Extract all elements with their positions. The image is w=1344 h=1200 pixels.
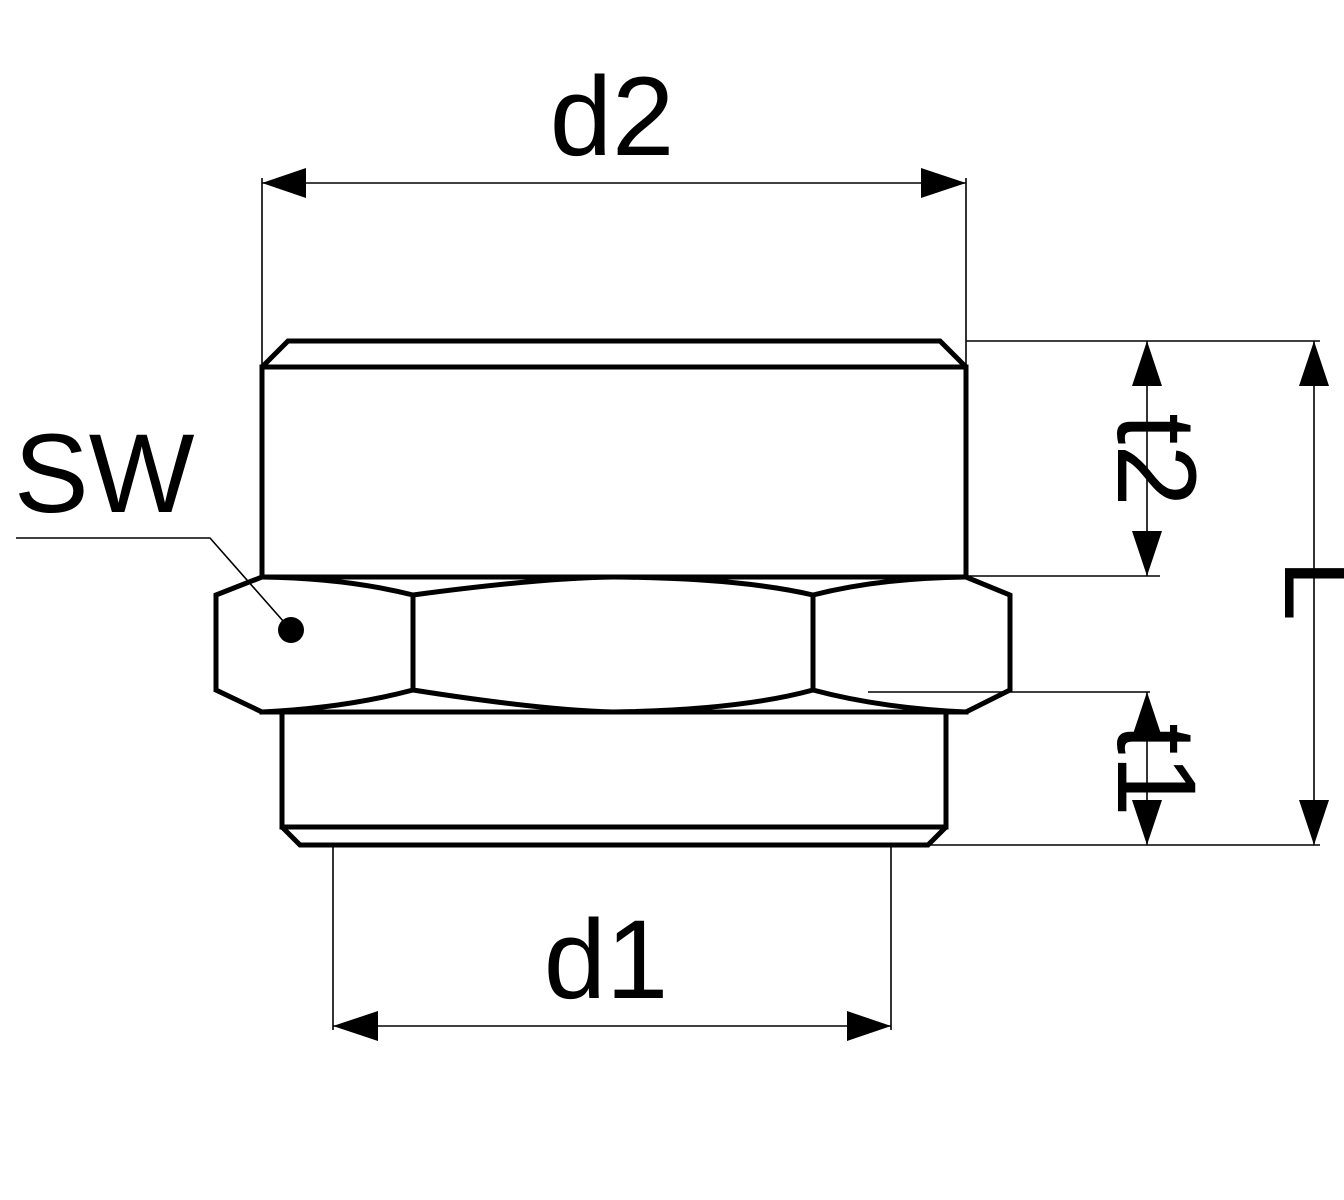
sw-callout: SW xyxy=(14,411,304,643)
d1-label: d1 xyxy=(544,897,669,1022)
d2-label: d2 xyxy=(550,54,675,179)
t2-arrow-top xyxy=(1132,341,1162,386)
dimension-d2: d2 xyxy=(261,54,967,367)
dimension-t2: t2 xyxy=(966,340,1219,577)
d1-arrow-right xyxy=(847,1011,891,1041)
d1-arrow-left xyxy=(333,1011,378,1041)
L-label: L xyxy=(1261,559,1344,621)
d2-arrow-right xyxy=(921,168,966,198)
fitting-body xyxy=(213,338,1013,848)
dimension-d1: d1 xyxy=(332,845,892,1041)
lower-thread-section xyxy=(279,709,949,848)
t1-arrow-bottom xyxy=(1132,800,1162,845)
hex-nut-flat-middle xyxy=(410,574,817,715)
sw-leader-line xyxy=(16,537,292,631)
L-arrow-top xyxy=(1299,341,1329,386)
d2-arrow-left xyxy=(262,168,306,198)
dimension-L: L xyxy=(1160,340,1344,845)
hex-nut-flat-left xyxy=(259,574,416,715)
t1-label: t1 xyxy=(1094,723,1219,816)
sw-leader-dot xyxy=(278,617,304,643)
L-arrow-bottom xyxy=(1299,800,1329,845)
upper-thread-section xyxy=(259,338,969,578)
dimension-t1: t1 xyxy=(868,691,1320,846)
t2-label: t2 xyxy=(1094,413,1219,506)
t1-arrow-top xyxy=(1132,692,1162,737)
t2-arrow-bottom xyxy=(1132,531,1162,576)
sw-label: SW xyxy=(14,411,195,536)
